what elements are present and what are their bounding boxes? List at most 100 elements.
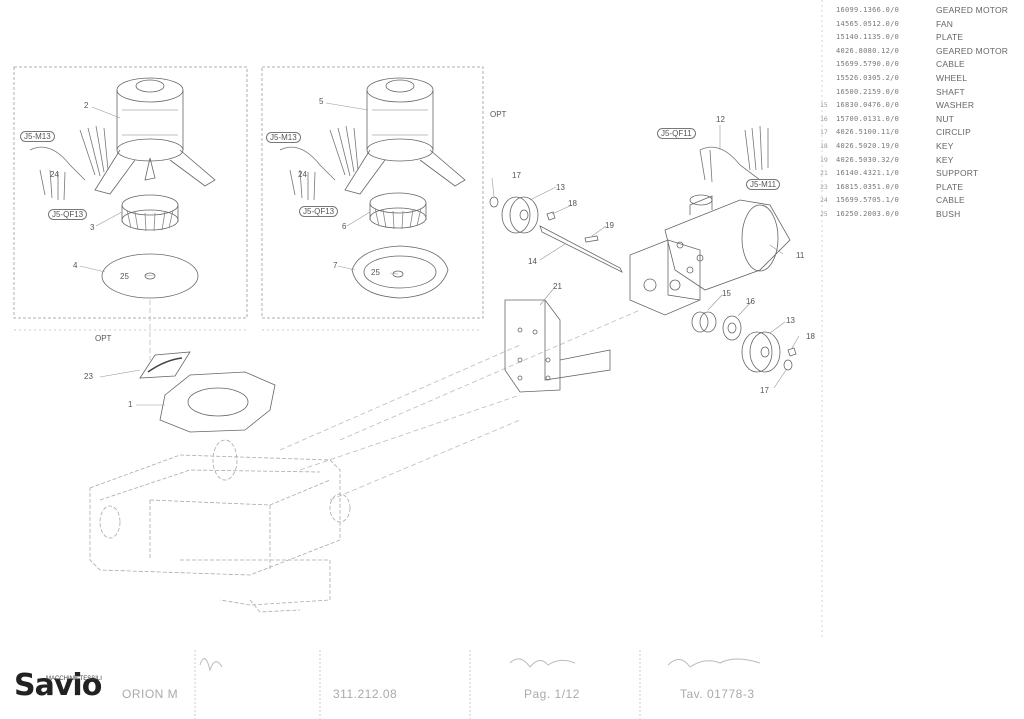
parts-desc: KEY (936, 154, 954, 165)
parts-ref: 17 (820, 128, 828, 137)
parts-code: 15699.5790.0/0 (836, 60, 900, 69)
callout-17-right: 17 (760, 386, 769, 395)
cable-24-right (699, 125, 769, 183)
parts-row: 16 15700.0131.0/0 NUT (820, 113, 1020, 127)
wheel-13-right (741, 331, 781, 373)
callout-25-right: 25 (371, 268, 380, 277)
parts-ref: 25 (820, 209, 828, 218)
callout-1: 1 (128, 400, 133, 409)
washer-15 (691, 311, 717, 333)
parts-ref (820, 4, 836, 18)
cable-right (279, 125, 359, 201)
callout-14: 14 (528, 257, 537, 266)
opt-label-bottom: OPT (95, 334, 112, 343)
parts-ref (820, 86, 836, 100)
parts-code: 4026.5100.11/0 (836, 128, 900, 137)
callout-23: 23 (84, 372, 93, 381)
parts-desc: NUT (936, 113, 955, 124)
tag-j5-m11: J5-M11 (746, 179, 781, 190)
parts-desc: FAN (936, 18, 954, 29)
parts-row: 21 16140.4321.1/0 SUPPORT (820, 167, 1020, 181)
parts-code: 16140.4321.1/0 (836, 169, 900, 178)
parts-code: 16500.2159.0/0 (836, 87, 900, 96)
savio-logo: Savio (14, 668, 102, 703)
parts-row: 17 4026.5100.11/0 CIRCLIP (820, 126, 1020, 140)
parts-code: 4026.8080.12/0 (836, 46, 900, 55)
callout-18-right: 18 (806, 332, 815, 341)
circlip-17-right (783, 359, 793, 371)
callout-21: 21 (553, 282, 562, 291)
parts-desc: WASHER (936, 100, 975, 111)
callout-5: 5 (319, 97, 324, 106)
geared-motor-left (94, 77, 216, 195)
callout-24-left: 24 (50, 170, 59, 179)
callout-13-right: 13 (786, 316, 795, 325)
parts-desc: CABLE (936, 59, 965, 70)
fan-left (121, 194, 179, 232)
parts-desc: SHAFT (936, 86, 965, 97)
callout-11: 11 (796, 251, 805, 260)
callout-15: 15 (722, 289, 731, 298)
parts-ref: 19 (820, 155, 828, 164)
key-19 (584, 235, 599, 243)
parts-row: 15526.0305.2/0 WHEEL (820, 72, 1020, 86)
parts-desc: PLATE (936, 181, 964, 192)
parts-ref (820, 72, 836, 86)
tag-j5-m13-left: J5-M13 (20, 131, 55, 142)
tag-j5-m13-right: J5-M13 (266, 132, 301, 143)
callout-17-left: 17 (512, 171, 521, 180)
nut-16 (722, 315, 742, 341)
callout-3: 3 (90, 223, 95, 232)
parts-ref: 16 (820, 114, 828, 123)
parts-desc: KEY (936, 140, 954, 151)
page-number: Pag. 1/12 (524, 687, 580, 701)
parts-desc: CIRCLIP (936, 127, 971, 138)
callout-2: 2 (84, 101, 89, 110)
parts-code: 16099.1366.0/0 (836, 6, 900, 14)
wheel-13-left (501, 196, 539, 234)
parts-code: 16815.0351.0/0 (836, 182, 900, 191)
parts-ref (820, 18, 836, 32)
parts-ref (820, 45, 836, 59)
plate-right (351, 245, 449, 299)
parts-code: 4026.5020.19/0 (836, 141, 900, 150)
shaft-14 (539, 225, 623, 273)
parts-desc: WHEEL (936, 72, 968, 83)
machine-name: ORION M (122, 687, 179, 701)
callout-18-left: 18 (568, 199, 577, 208)
key-18-left (546, 211, 556, 221)
parts-ref (820, 31, 836, 45)
drawing-number: 311.212.08 (333, 687, 398, 701)
callout-19: 19 (605, 221, 614, 230)
leader-lines (79, 102, 800, 406)
callout-25-left: 25 (120, 272, 129, 281)
parts-row: 16500.2159.0/0 SHAFT (820, 86, 1020, 100)
callout-24-right: 24 (298, 170, 307, 179)
parts-desc: PLATE (936, 32, 964, 43)
parts-desc: SUPPORT (936, 168, 979, 179)
tag-j5-qf13-right: J5-QF13 (299, 206, 339, 217)
parts-desc: GEARED MOTOR (936, 45, 1009, 56)
parts-code: 15700.0131.0/0 (836, 114, 900, 123)
callout-7: 7 (333, 261, 338, 270)
detail-frame-right (261, 66, 484, 319)
parts-code: 15526.0305.2/0 (836, 73, 900, 82)
detail-frame-left (13, 66, 248, 319)
circlip-17-left (489, 196, 499, 208)
parts-ref: 21 (820, 169, 828, 178)
key-18-right (787, 347, 797, 357)
parts-code: 16250.2003.0/0 (836, 209, 900, 218)
tag-j5-qf13-left: J5-QF13 (48, 209, 88, 220)
savio-logo-subtitle: MACCHINE TESSILI (46, 676, 102, 682)
geared-motor-right (344, 77, 466, 195)
geared-motor-11 (629, 194, 791, 316)
callout-6: 6 (342, 222, 347, 231)
